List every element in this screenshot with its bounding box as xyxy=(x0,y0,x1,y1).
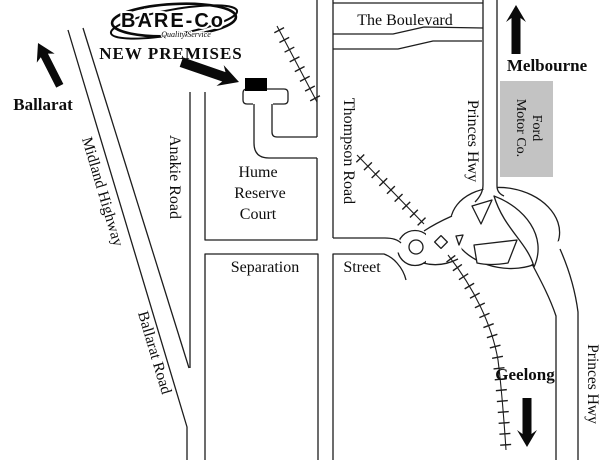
roundabout-west-gap xyxy=(392,239,400,253)
south-central-block xyxy=(204,253,319,460)
east-block-north-edge xyxy=(333,40,482,50)
new-premises-label: NEW PREMISES xyxy=(99,44,242,63)
island-small-triangle xyxy=(455,234,464,246)
south-junction-gap xyxy=(528,240,572,277)
hume-label-line3: Court xyxy=(240,206,277,223)
ballarat-arrow-icon xyxy=(36,43,64,88)
princes-south-west-edge xyxy=(531,263,557,460)
princes-north-east-edge xyxy=(496,0,505,197)
island-wedge xyxy=(473,239,518,266)
neck-edge-north xyxy=(423,215,453,232)
railway-ticks-3 xyxy=(443,251,512,451)
geelong-label: Geelong xyxy=(495,365,555,384)
princes-hwy-north-label: Princes Hwy xyxy=(464,100,481,182)
hume-label-line2: Reserve xyxy=(234,185,286,202)
princes-north-west-edge xyxy=(474,0,484,203)
bareco-premises-building xyxy=(245,78,267,91)
hume-block-outline xyxy=(204,92,318,241)
railway-segment-3 xyxy=(447,254,507,451)
interchange xyxy=(392,175,579,460)
ballarat-road-label: Ballarat Road xyxy=(134,309,175,396)
court-access-south-edge xyxy=(253,100,317,159)
road-network xyxy=(67,0,505,460)
hume-label-line1: Hume xyxy=(238,164,277,181)
logo-oval-inner xyxy=(109,4,239,40)
boulevard-label: The Boulevard xyxy=(357,12,453,29)
new-premises-arrow-icon xyxy=(179,57,239,86)
logo-oval-outer xyxy=(110,2,238,38)
midland-highway-west-edge xyxy=(67,29,188,460)
ford-label-line1: Ford xyxy=(529,115,544,141)
logo-tagline: Quality Service xyxy=(161,30,211,39)
neck-edge-south xyxy=(422,258,459,266)
thompson-road-label: Thompson Road xyxy=(340,98,357,204)
roundabout-inner xyxy=(408,239,424,255)
court-turnaround xyxy=(242,88,289,105)
direction-arrows xyxy=(36,5,537,447)
court-access-north-edge xyxy=(271,100,317,138)
northeast-block-south-edge xyxy=(333,237,402,244)
geelong-arrow-icon xyxy=(517,398,537,447)
ford-motor-co-block xyxy=(500,81,553,177)
melbourne-label: Melbourne xyxy=(507,56,588,75)
anakie-road-label: Anakie Road xyxy=(166,135,183,219)
bareco-logo: BARE-Co Quality Service xyxy=(109,2,239,40)
island-triangle xyxy=(471,199,493,225)
boulevard-south-edge xyxy=(333,26,484,35)
southeast-block-outline xyxy=(332,253,407,460)
princes-south-east-edge xyxy=(559,248,579,460)
street-label: Street xyxy=(343,259,381,276)
hume-reserve-court-road xyxy=(242,78,317,159)
melbourne-arrow-icon xyxy=(506,5,526,54)
railway-line xyxy=(272,23,512,451)
separation-label: Separation xyxy=(231,259,299,276)
princes-hwy-south-label: Princes Hwy xyxy=(584,344,600,424)
midland-highway-label: Midland Highway xyxy=(78,135,127,249)
ford-label-line2: Motor Co. xyxy=(513,99,528,157)
railway-segment-1 xyxy=(276,25,318,103)
north-junction-gap xyxy=(483,175,497,199)
ballarat-label: Ballarat xyxy=(13,95,73,114)
railway-segment-2 xyxy=(356,154,425,225)
level-crossing-marker xyxy=(433,234,449,250)
logo-wordmark: BARE-Co xyxy=(121,10,225,32)
midland-highway-east-edge xyxy=(82,27,190,369)
